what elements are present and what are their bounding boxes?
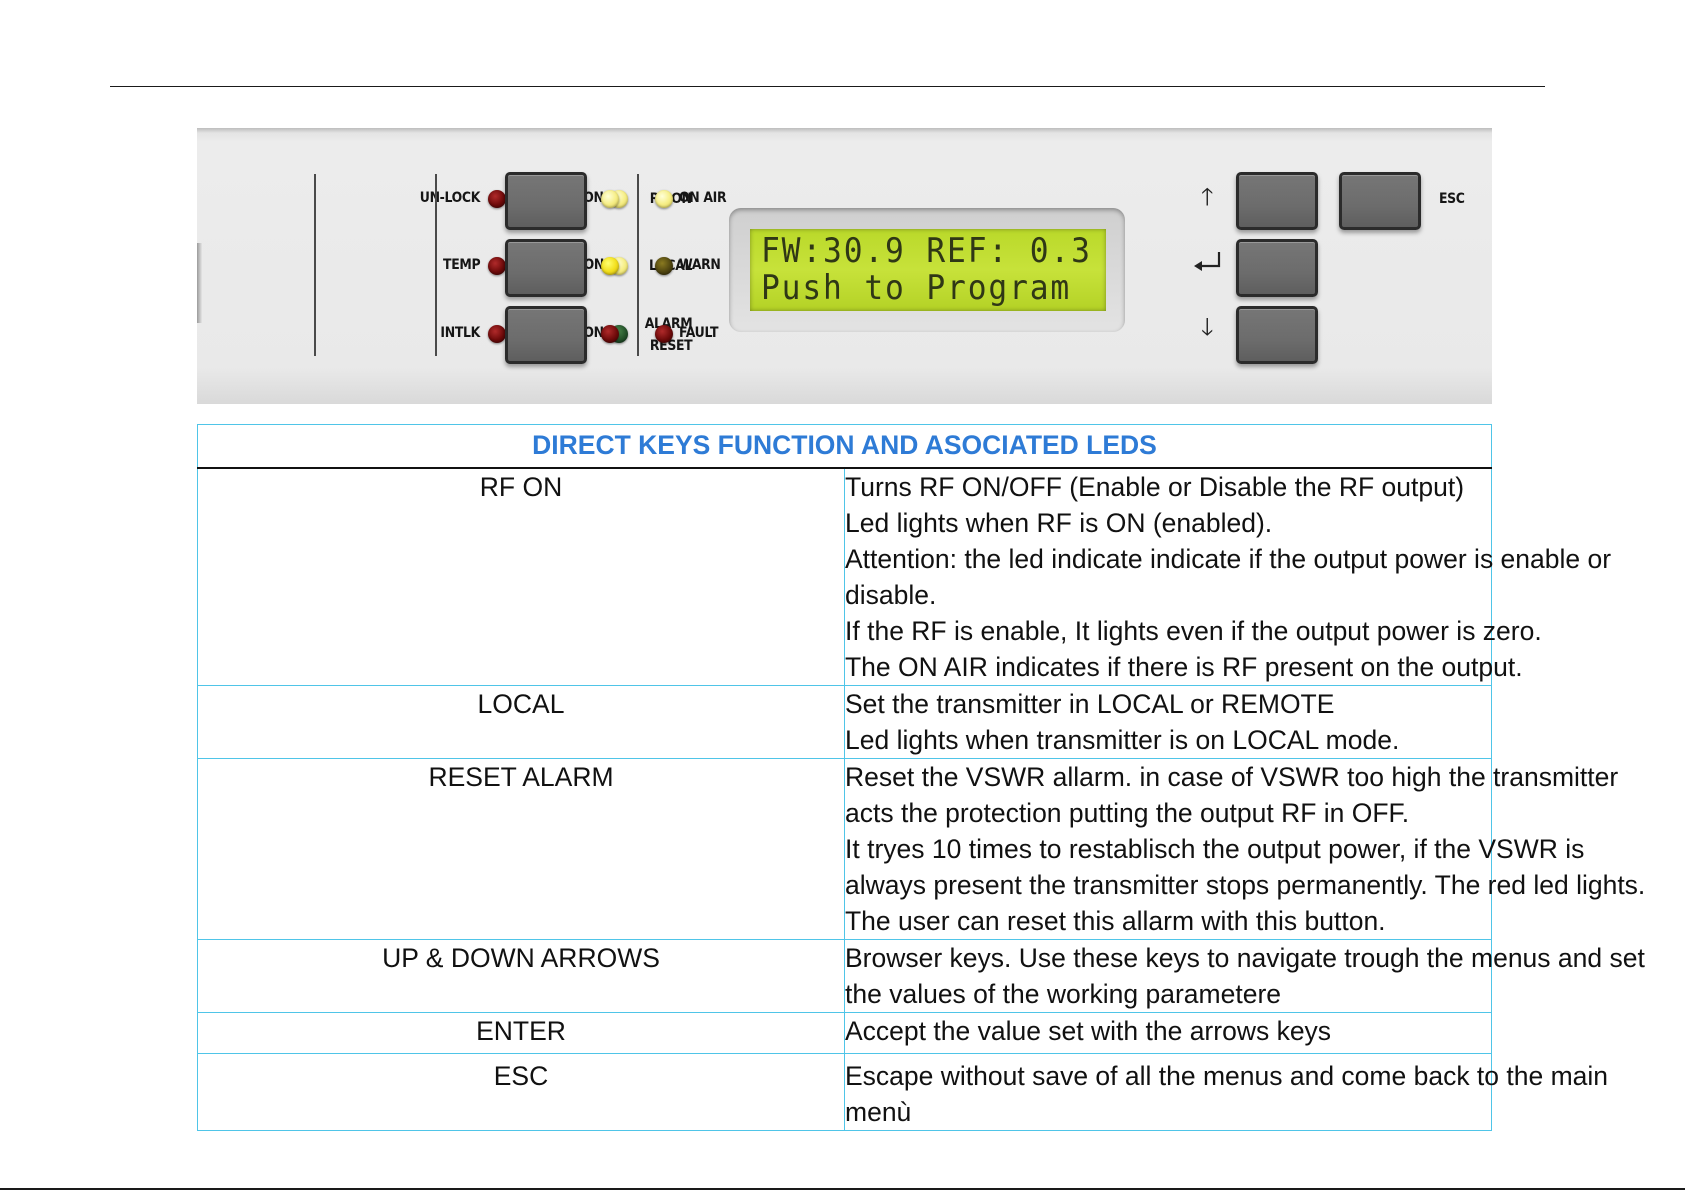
down-arrow-key[interactable] bbox=[1236, 306, 1318, 364]
description-line: Reset the VSWR allarm. in case of VSWR t… bbox=[845, 762, 1619, 792]
description-line: Accept the value set with the arrows key… bbox=[845, 1016, 1332, 1046]
local-key[interactable] bbox=[505, 239, 587, 297]
description-line: Browser keys. Use these keys to navigate… bbox=[845, 943, 1645, 973]
panel-separator bbox=[314, 174, 316, 356]
bottom-rule bbox=[0, 1188, 1685, 1190]
panel-bevel bbox=[197, 243, 202, 323]
description-line: disable. bbox=[845, 580, 937, 610]
key-name: RF ON bbox=[197, 467, 845, 686]
led-on-air bbox=[655, 190, 673, 208]
key-description: Escape without save of all the menus and… bbox=[844, 1053, 1609, 1131]
description-line: menù bbox=[845, 1097, 912, 1127]
panel-separator bbox=[435, 174, 437, 356]
table-row: ESC Escape without save of all the menus… bbox=[197, 1053, 1609, 1131]
description-line: Led lights when RF is ON (enabled). bbox=[845, 508, 1273, 538]
table-row: RF ON Turns RF ON/OFF (Enable or Disable… bbox=[197, 467, 1612, 686]
description-line: The user can reset this allarm with this… bbox=[845, 906, 1386, 936]
label-warn: WARN bbox=[679, 257, 721, 273]
description-line: the values of the working parametere bbox=[845, 979, 1282, 1009]
description-line: The ON AIR indicates if there is RF pres… bbox=[845, 652, 1523, 682]
lcd-line-2: Push to Program bbox=[761, 268, 1072, 308]
label-unlock: UN-LOCK bbox=[419, 190, 481, 206]
label-fault: FAULT bbox=[679, 325, 719, 341]
up-arrow-key[interactable] bbox=[1236, 172, 1318, 230]
description-line: It tryes 10 times to restablisch the out… bbox=[845, 834, 1585, 864]
key-description: Reset the VSWR allarm. in case of VSWR t… bbox=[844, 758, 1646, 940]
table-title: DIRECT KEYS FUNCTION AND ASOCIATED LEDS bbox=[197, 424, 1492, 469]
description-line: acts the protection putting the output R… bbox=[845, 798, 1410, 828]
table-row: RESET ALARM Reset the VSWR allarm. in ca… bbox=[197, 758, 1646, 940]
key-description: Set the transmitter in LOCAL or REMOTE L… bbox=[844, 685, 1492, 759]
lcd-display: FW:30.9 REF: 0.3 Push to Program bbox=[750, 229, 1106, 311]
top-rule bbox=[110, 86, 1545, 87]
led-alarm-reset bbox=[601, 325, 619, 343]
esc-key[interactable] bbox=[1339, 172, 1421, 230]
table-row: LOCAL Set the transmitter in LOCAL or RE… bbox=[197, 685, 1492, 759]
description-line: Attention: the led indicate indicate if … bbox=[845, 544, 1612, 574]
panel-separator bbox=[637, 174, 639, 356]
key-name: RESET ALARM bbox=[197, 758, 845, 940]
led-fault bbox=[655, 325, 673, 343]
label-temp: TEMP bbox=[442, 257, 481, 273]
enter-key[interactable] bbox=[1236, 239, 1318, 297]
led-unlock bbox=[488, 190, 506, 208]
lcd-bezel: FW:30.9 REF: 0.3 Push to Program bbox=[729, 208, 1125, 332]
transmitter-front-panel: UN-LOCK TEMP INTLK STEREO ON LIMITER ON … bbox=[197, 128, 1492, 404]
led-intlk bbox=[488, 325, 506, 343]
table-title-row: DIRECT KEYS FUNCTION AND ASOCIATED LEDS bbox=[197, 424, 1492, 469]
led-warn bbox=[655, 257, 673, 275]
description-line: always present the transmitter stops per… bbox=[845, 870, 1646, 900]
key-description: Accept the value set with the arrows key… bbox=[844, 1012, 1492, 1054]
key-name: ENTER bbox=[197, 1012, 845, 1054]
description-line: Turns RF ON/OFF (Enable or Disable the R… bbox=[845, 472, 1465, 502]
description-line: Set the transmitter in LOCAL or REMOTE bbox=[845, 689, 1335, 719]
label-intlk: INTLK bbox=[440, 325, 481, 341]
alarm-reset-key[interactable] bbox=[505, 306, 587, 364]
enter-icon bbox=[1194, 252, 1221, 271]
lcd-line-1: FW:30.9 REF: 0.3 bbox=[761, 231, 1092, 271]
table-row: ENTER Accept the value set with the arro… bbox=[197, 1012, 1492, 1054]
down-arrow-icon: 🡓 bbox=[1201, 313, 1214, 341]
description-line: Escape without save of all the menus and… bbox=[845, 1061, 1609, 1091]
table-row: UP & DOWN ARROWS Browser keys. Use these… bbox=[197, 939, 1645, 1013]
rf-on-key[interactable] bbox=[505, 172, 587, 230]
key-description: Browser keys. Use these keys to navigate… bbox=[844, 939, 1645, 1013]
led-temp bbox=[488, 257, 506, 275]
description-line: Led lights when transmitter is on LOCAL … bbox=[845, 725, 1400, 755]
up-arrow-icon: 🡑 bbox=[1201, 183, 1214, 211]
led-local bbox=[601, 257, 619, 275]
description-line: If the RF is enable, It lights even if t… bbox=[845, 616, 1542, 646]
label-esc: ESC bbox=[1439, 191, 1465, 207]
key-name: UP & DOWN ARROWS bbox=[197, 939, 845, 1013]
direct-keys-table: DIRECT KEYS FUNCTION AND ASOCIATED LEDS … bbox=[197, 424, 1646, 1131]
key-name: ESC bbox=[197, 1053, 845, 1131]
key-description: Turns RF ON/OFF (Enable or Disable the R… bbox=[844, 467, 1612, 686]
key-name: LOCAL bbox=[197, 685, 845, 759]
label-on-air: ON AIR bbox=[679, 190, 727, 206]
led-rf-on bbox=[601, 190, 619, 208]
